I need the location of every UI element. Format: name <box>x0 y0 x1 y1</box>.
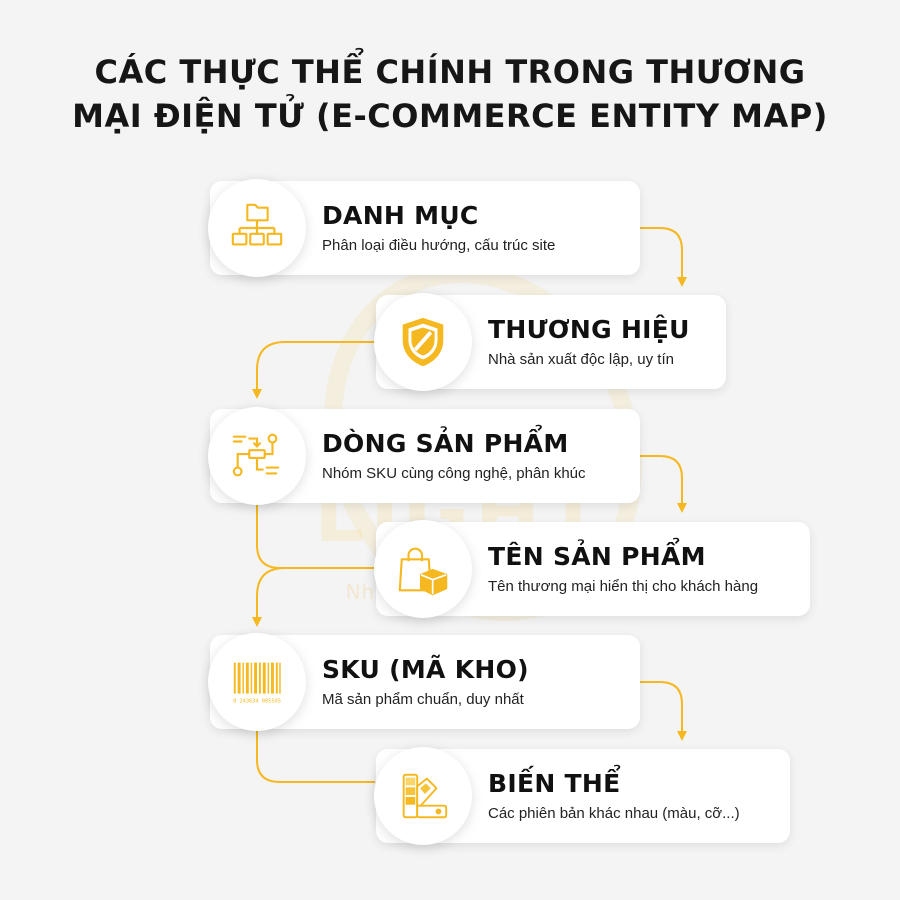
barcode-icon: 8 243634 005505 <box>208 633 306 731</box>
title-line-2: MẠI ĐIỆN TỬ (E-COMMERCE ENTITY MAP) <box>72 97 828 135</box>
arrow-sku-to-bien-the <box>640 681 687 741</box>
entity-description: Các phiên bản khác nhau (màu, cỡ...) <box>488 805 740 822</box>
entity-title: THƯƠNG HIỆU <box>488 315 690 344</box>
entity-title: TÊN SẢN PHẨM <box>488 542 706 571</box>
entity-title: BIẾN THỂ <box>488 769 621 798</box>
barcode-digits: 8 243634 005505 <box>233 698 281 704</box>
entity-description: Phân loại điều hướng, cấu trúc site <box>322 237 556 254</box>
entity-description: Mã sản phẩm chuẩn, duy nhất <box>322 691 524 708</box>
arrow-danh-muc-to-thuong-hieu <box>640 227 687 287</box>
entity-title: DANH MỤC <box>322 201 479 230</box>
arrow-ten-san-pham-to-sku <box>252 505 375 627</box>
entity-description: Nhóm SKU cùng công nghệ, phân khúc <box>322 465 586 482</box>
color-swatch-icon <box>374 747 472 845</box>
entity-title: DÒNG SẢN PHẨM <box>322 429 569 458</box>
entity-description: Tên thương mại hiển thị cho khách hàng <box>488 578 759 595</box>
flow-chart-icon <box>208 407 306 505</box>
page-title: CÁC THỰC THỂ CHÍNH TRONG THƯƠNG MẠI ĐIỆN… <box>40 50 860 138</box>
shopping-bag-box-icon <box>374 520 472 618</box>
shield-icon <box>374 293 472 391</box>
arrow-thuong-hieu-to-dong-san-pham <box>252 341 375 399</box>
entity-description: Nhà sản xuất độc lập, uy tín <box>488 351 674 368</box>
folder-tree-icon <box>208 179 306 277</box>
title-line-1: CÁC THỰC THỂ CHÍNH TRONG THƯƠNG <box>94 53 806 91</box>
arrow-dong-san-pham-to-ten-san-pham <box>640 455 687 513</box>
entity-title: SKU (MÃ KHO) <box>322 655 529 684</box>
arrow-sku-down-to-bien-the <box>256 730 375 783</box>
